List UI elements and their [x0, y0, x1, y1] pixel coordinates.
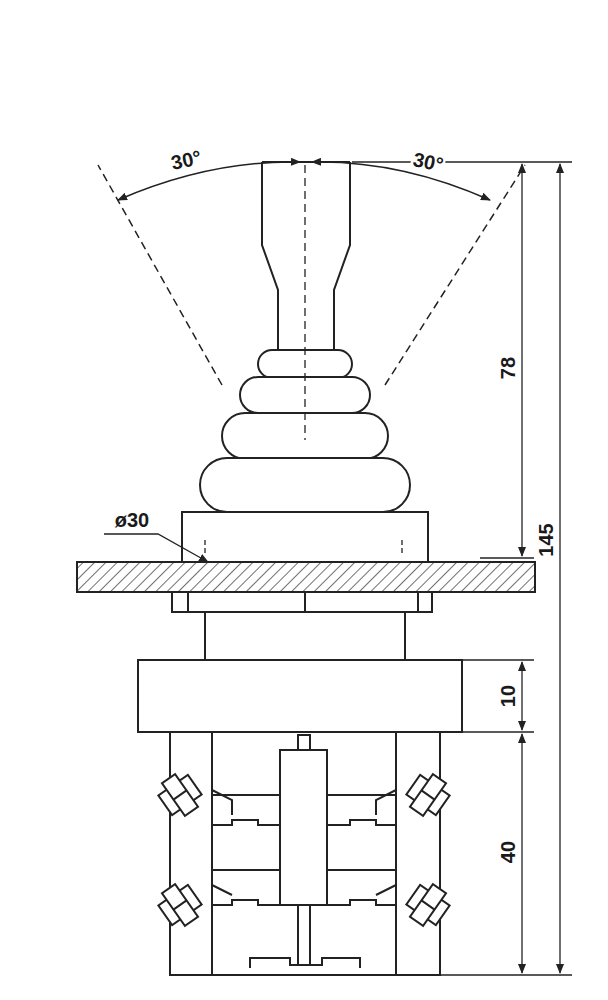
- dimension-label: 40: [497, 839, 519, 865]
- dimension-label: 78: [497, 355, 519, 381]
- dimension-label: 10: [497, 683, 519, 709]
- angle-label: 30°: [409, 148, 447, 177]
- diameter-label: ø30: [113, 509, 151, 531]
- dimension-label: 145: [535, 521, 557, 558]
- angle-label: 30°: [167, 146, 205, 175]
